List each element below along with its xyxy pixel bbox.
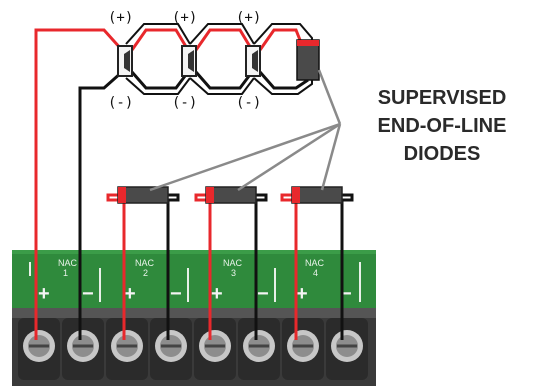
callout-leader-lines [149,69,342,192]
svg-text:NAC: NAC [305,258,325,268]
screw-8 [326,318,368,380]
polarity-negative-2: (-) [172,95,197,111]
screw-6 [238,318,280,380]
nac3-minus-mark: − [257,283,269,305]
screw-7 [282,318,324,380]
nac4-diode-loop [280,186,354,340]
svg-text:NAC: NAC [223,258,243,268]
polarity-positive-1: (+) [108,10,133,26]
nac-label-3: NAC 3 [223,258,243,278]
terminal-screws [18,318,368,380]
nac1-positive-wire [34,28,124,340]
chain-outline-wire [125,23,313,95]
nac3-diode-loop [194,186,268,340]
nac1-negative-wire [78,70,123,340]
nac2-minus-mark: − [170,283,182,305]
polarity-positive-2: (+) [172,10,197,26]
nac-label-4: NAC 4 [305,258,325,278]
terminal-board [12,250,376,312]
svg-text:4: 4 [313,268,318,278]
screw-5 [194,318,236,380]
svg-text:NAC: NAC [135,258,155,268]
screw-4 [150,318,192,380]
callout-line-3: DIODES [404,143,481,165]
terminal-block-lip [12,308,376,318]
nac2-diode-loop [106,186,180,340]
nac4-minus-mark: − [340,283,352,305]
polarity-negative-1: (-) [108,95,133,111]
screw-2 [62,318,104,380]
svg-text:NAC: NAC [58,258,78,268]
svg-text:2: 2 [143,268,148,278]
nac1-minus-mark: − [82,283,94,305]
nac1-plus-mark: + [38,283,50,305]
polarity-negative-3: (-) [236,95,261,111]
horn-device-2 [181,45,197,77]
screw-1 [18,318,60,380]
horn-device-1 [117,45,133,77]
screw-3 [106,318,148,380]
svg-text:3: 3 [231,268,236,278]
svg-text:1: 1 [63,268,68,278]
chain-negative-wire [130,71,309,90]
nac-label-2: NAC 2 [135,258,155,278]
nac-label-1: NAC 1 [58,258,78,278]
nac2-plus-mark: + [124,283,136,305]
horn-device-3 [245,45,261,77]
callout-line-2: END-OF-LINE [378,115,507,137]
board-top-edge [12,250,376,254]
board-dividers [29,262,361,302]
callout-line-1: SUPERVISED [378,87,507,109]
chain-positive-wire [130,28,302,51]
polarity-positive-3: (+) [236,10,261,26]
eol-diode-chain [296,39,320,81]
nac3-plus-mark: + [211,283,223,305]
nac4-plus-mark: + [296,283,308,305]
